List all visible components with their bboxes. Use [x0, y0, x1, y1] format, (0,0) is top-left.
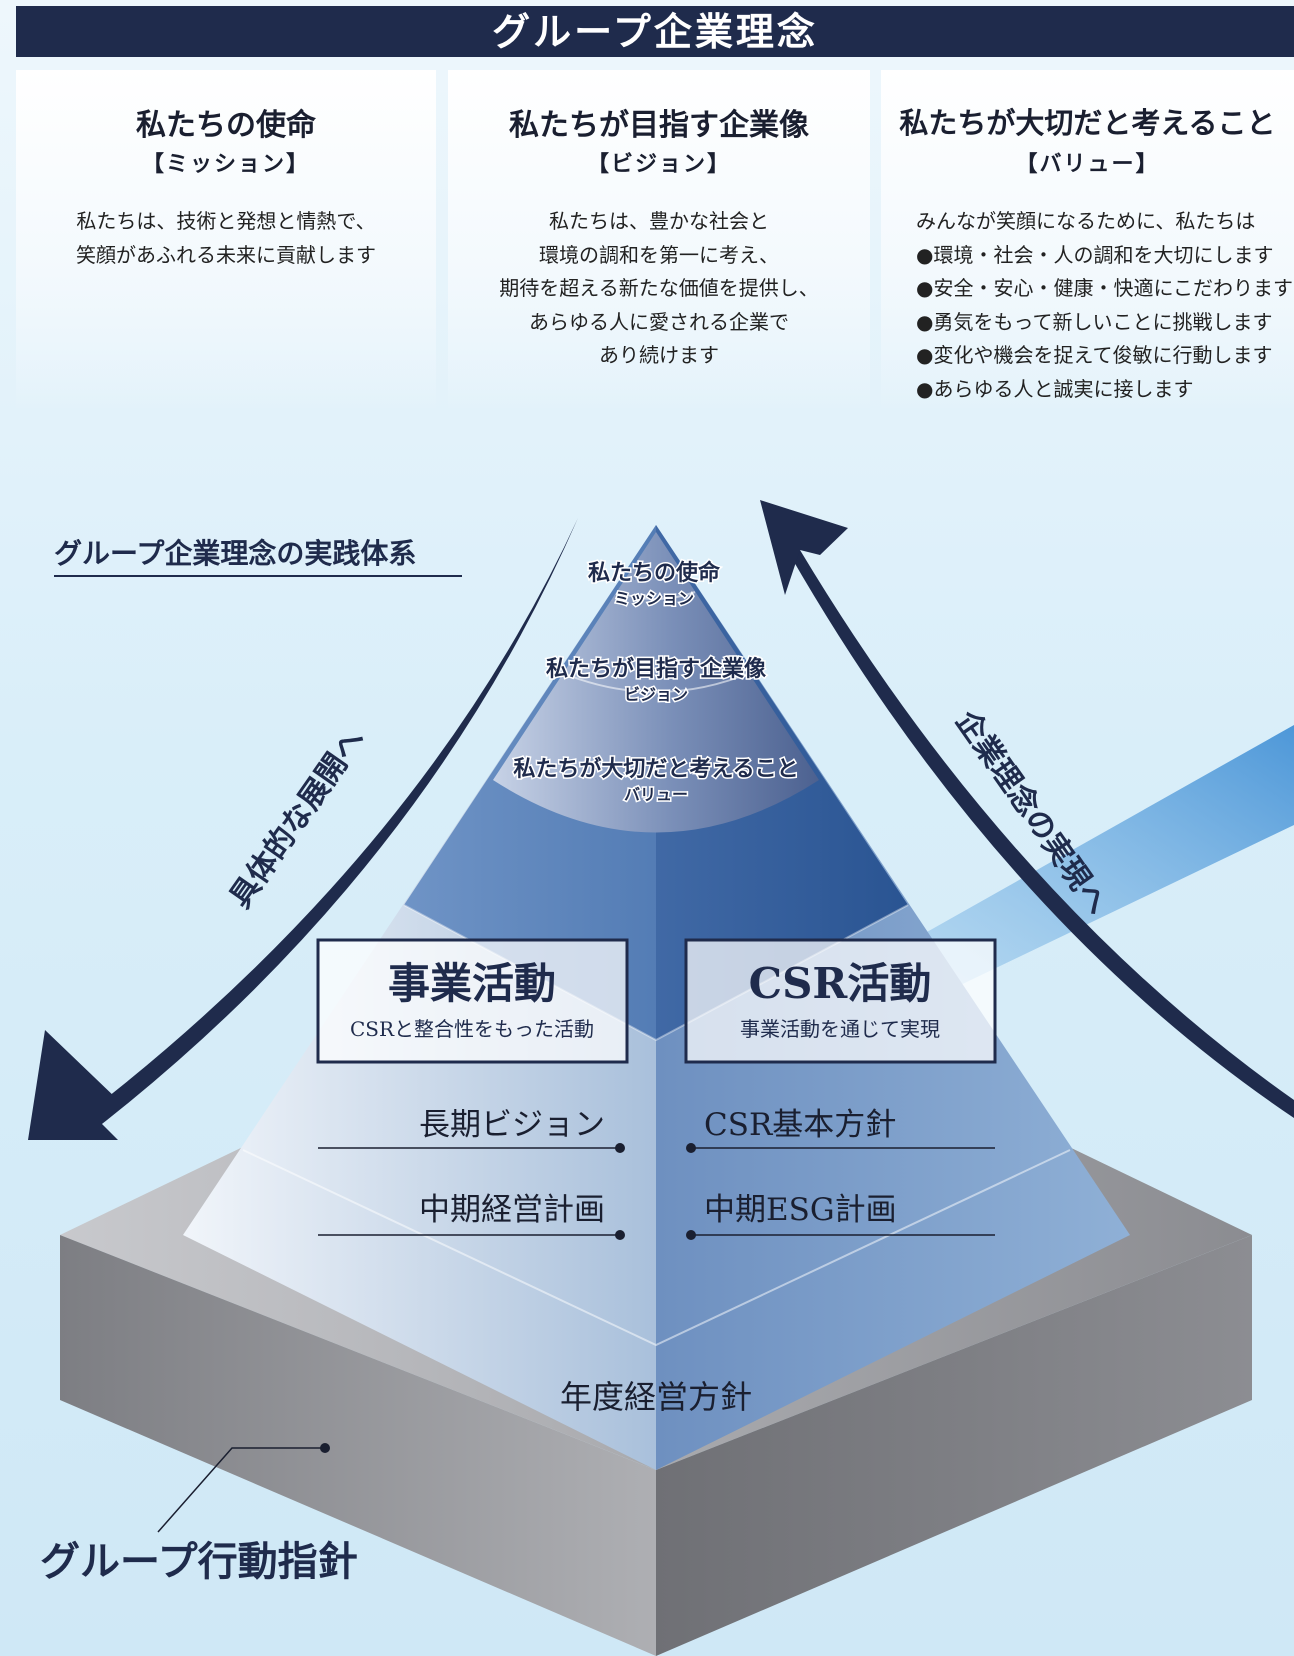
value-title: 私たちが大切だと考えること [899, 106, 1276, 140]
connector-dot [320, 1443, 330, 1453]
philosophy-cone [493, 532, 819, 833]
value-intro: みんなが笑顔になるために、私たちは [916, 209, 1256, 233]
vision-line: あらゆる人に愛される企業で [529, 309, 789, 334]
business-activity-title: 事業活動 [388, 959, 556, 1008]
page-title: グループ企業理念 [16, 6, 1294, 57]
annual-policy-label: 年度経営方針 [560, 1378, 752, 1416]
vision-line: 期待を超える新たな価値を提供し、 [499, 276, 819, 300]
mission-line: 笑顔があふれる未来に貢献します [76, 242, 376, 267]
mission-card: 私たちの使命 【ミッション】 私たちは、技術と発想と情熱で、 笑顔があふれる未来… [16, 70, 436, 410]
vision-text: 私たちは、豊かな社会と 環境の調和を第一に考え、 期待を超える新たな価値を提供し… [448, 205, 870, 373]
business-activity-sub: CSRと整合性をもった活動 [350, 1017, 594, 1041]
mission-title: 私たちの使命 [136, 108, 316, 143]
base-slab-right [656, 1235, 1252, 1656]
business-activity-box [316, 938, 629, 1064]
vision-subtitle: 【ビジョン】 [586, 151, 731, 177]
mid-term-plan-label: 中期経営計画 [419, 1192, 605, 1228]
value-item: ●勇気をもって新しいことに挑戦します [916, 309, 1273, 334]
mission-subtitle: 【ミッション】 [141, 151, 310, 177]
cone-value-sub: バリュー [624, 785, 688, 804]
vision-line: 私たちは、豊かな社会と [549, 209, 769, 233]
value-subtitle: 【バリュー】 [1015, 151, 1160, 177]
vision-title: 私たちが目指す企業像 [509, 108, 809, 143]
long-term-vision-label: 長期ビジョン [419, 1107, 605, 1143]
band-divider [242, 1149, 1071, 1347]
cone-mission-title: 私たちの使命 [588, 560, 721, 586]
connector-dot [615, 1230, 625, 1240]
csr-activity-sub: 事業活動を通じて実現 [740, 1017, 940, 1041]
left-arrow-label: 具体的な展開へ [223, 722, 372, 914]
connector-dot [686, 1230, 696, 1240]
cone-vision-sub: ビジョン [624, 685, 688, 704]
section-title: グループ企業理念の実践体系 [54, 537, 416, 570]
value-card: 私たちが大切だと考えること 【バリュー】 みんなが笑顔になるために、私たちは ●… [881, 70, 1294, 410]
mid-term-esg-label: 中期ESG計画 [704, 1192, 897, 1228]
vision-card: 私たちが目指す企業像 【ビジョン】 私たちは、豊かな社会と 環境の調和を第一に考… [448, 70, 870, 410]
csr-activity-title: CSR活動 [749, 959, 932, 1008]
connector-dot [686, 1143, 696, 1153]
value-item: ●環境・社会・人の調和を大切にします [916, 242, 1274, 267]
connector-dot [615, 1143, 625, 1153]
cone-mission-sub: ミッション [614, 589, 694, 608]
csr-activity-box [684, 938, 997, 1064]
mission-text: 私たちは、技術と発想と情熱で、 笑顔があふれる未来に貢献します [16, 205, 436, 272]
group-conduct-label: グループ行動指針 [40, 1538, 358, 1585]
vision-line: あり続けます [599, 343, 719, 367]
csr-policy-label: CSR基本方針 [704, 1107, 896, 1143]
cone-vision-title: 私たちが目指す企業像 [546, 656, 767, 682]
value-item: ●安全・安心・健康・快適にこだわります [916, 276, 1294, 300]
base-slab-left [60, 1235, 656, 1656]
vision-line: 環境の調和を第一に考え、 [539, 242, 779, 267]
value-list: みんなが笑顔になるために、私たちは ●環境・社会・人の調和を大切にします ●安全… [916, 205, 1293, 406]
value-item: ●変化や機会を捉えて俊敏に行動します [916, 343, 1273, 367]
left-arrow-head [28, 1030, 118, 1140]
right-arrow-head [760, 500, 848, 595]
mission-line: 私たちは、技術と発想と情熱で、 [76, 209, 376, 233]
value-item: ●あらゆる人と誠実に接します [916, 376, 1194, 401]
cone-value-title: 私たちが大切だと考えること [513, 756, 798, 782]
